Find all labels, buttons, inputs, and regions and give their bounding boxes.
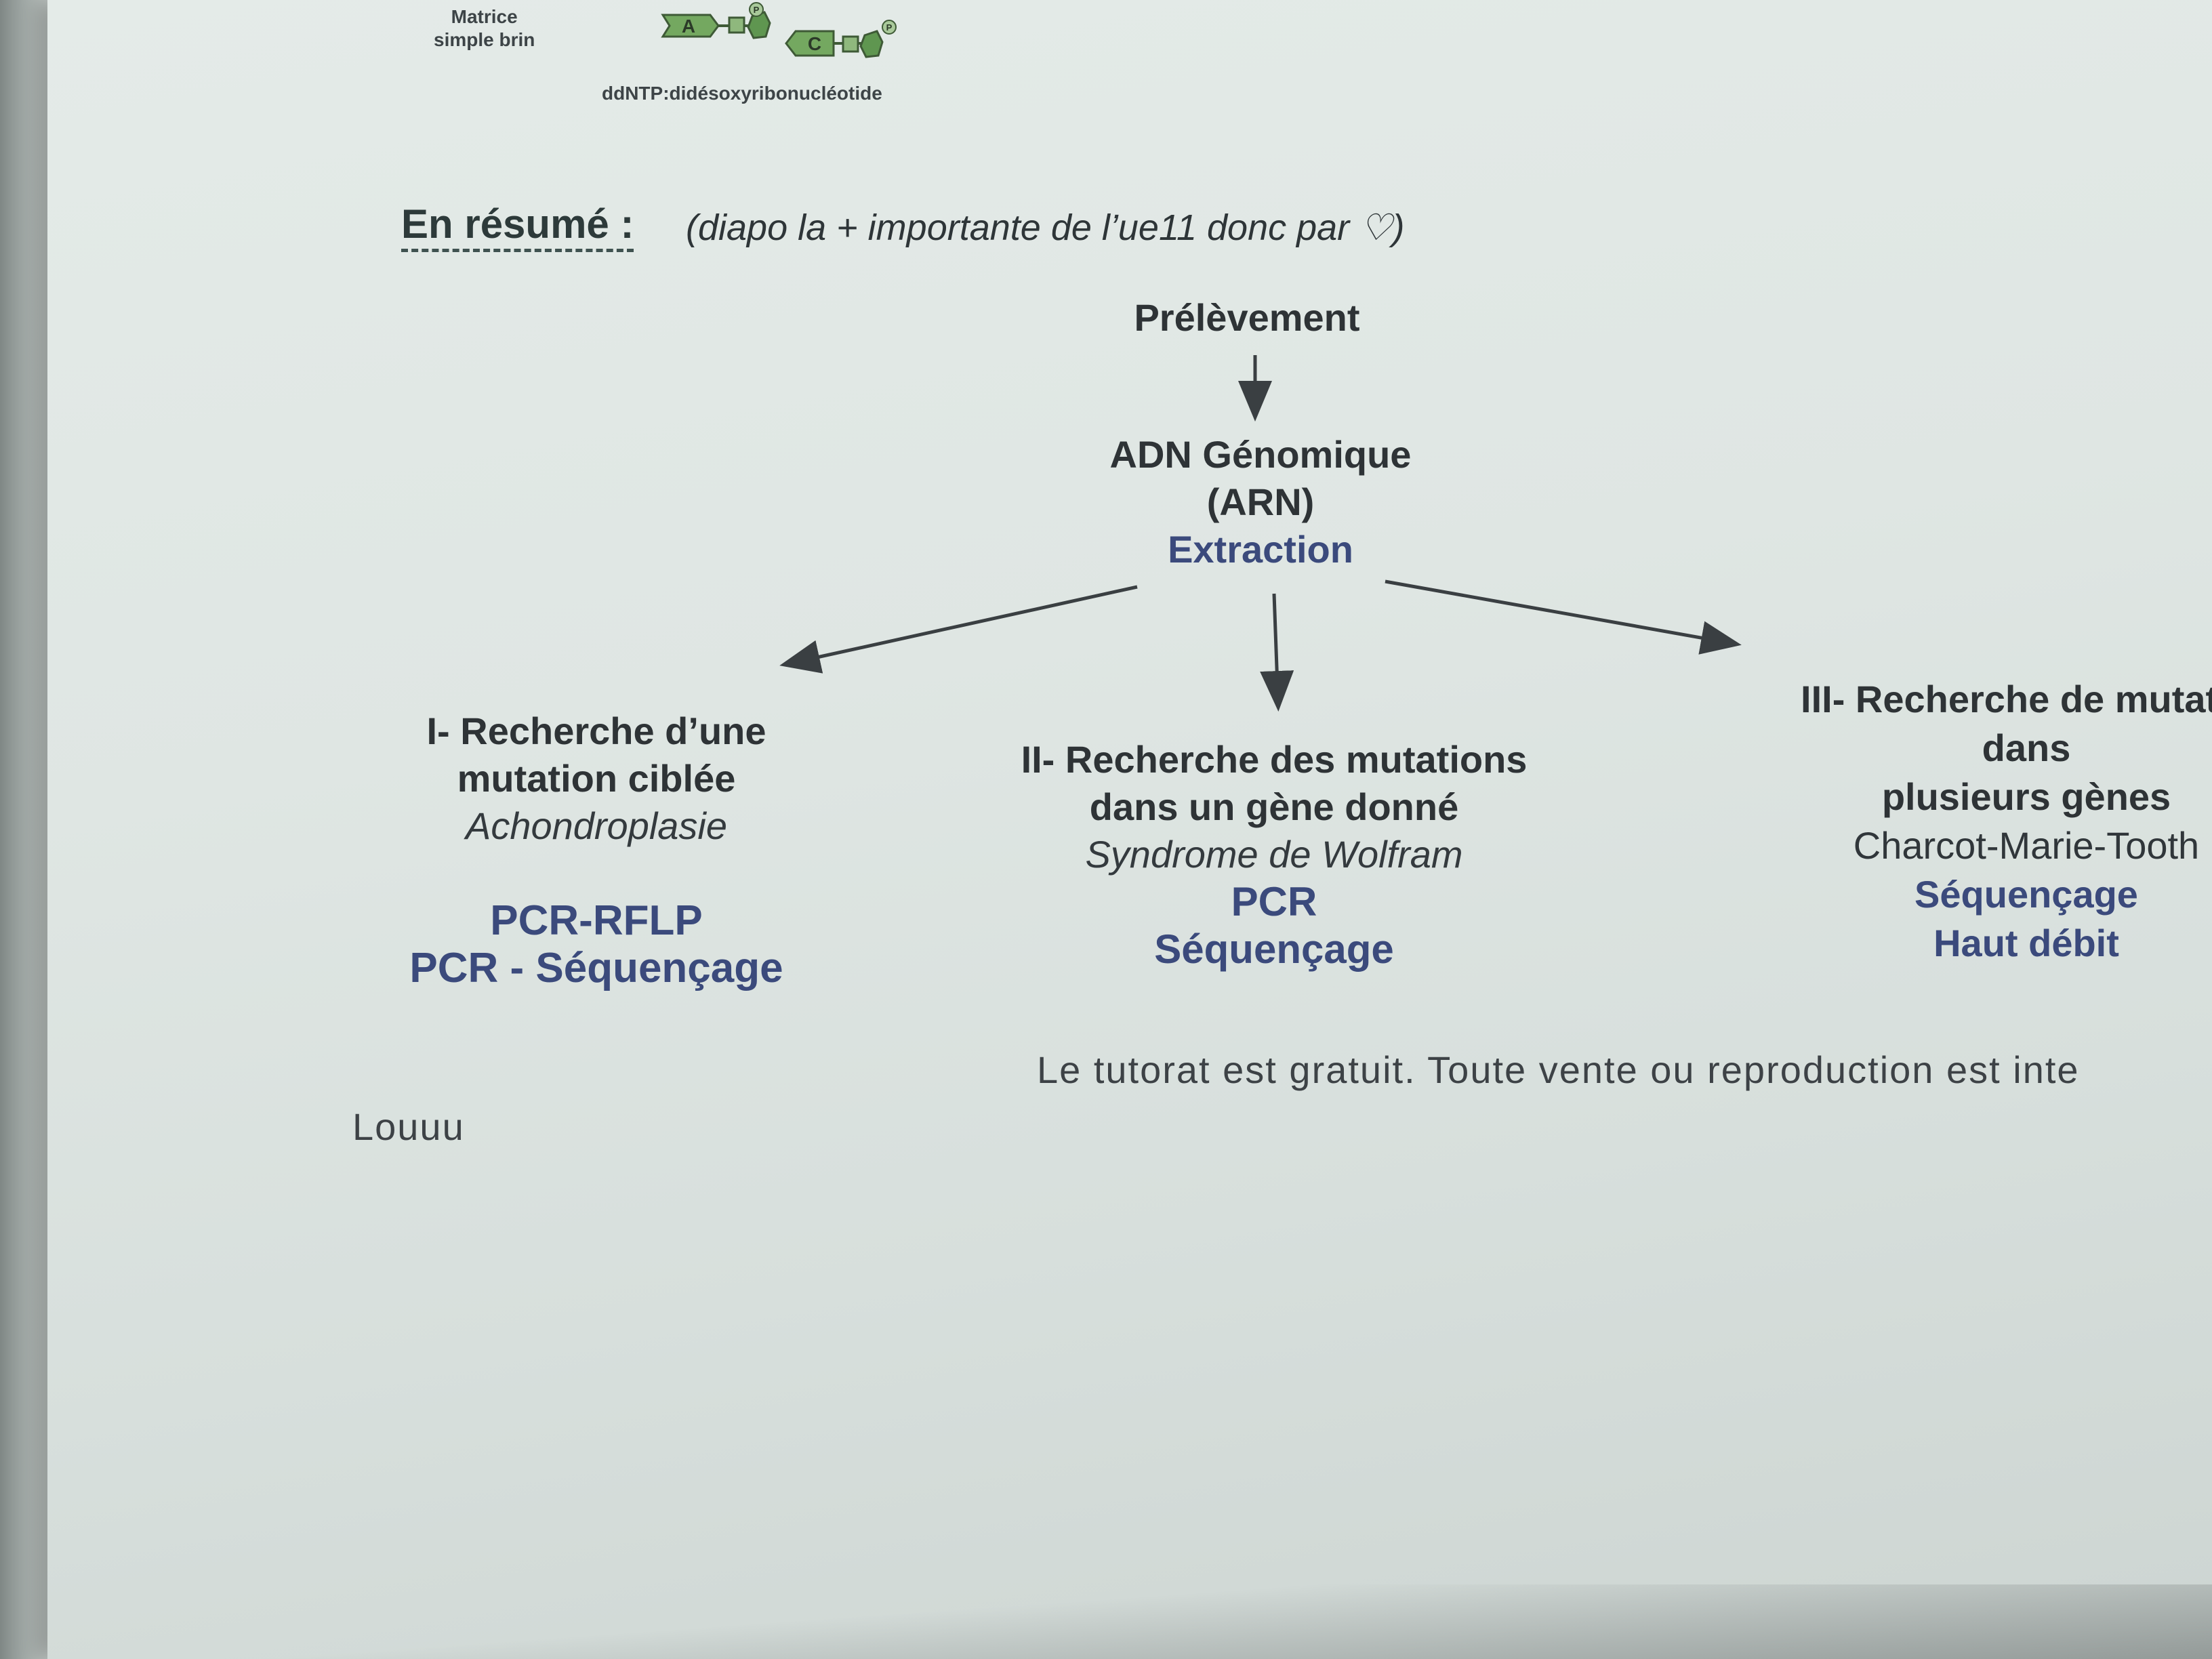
branch-3-node: III- Recherche de mutatio dans plusieurs… [1721, 675, 2212, 968]
footer-disclaimer: Le tutorat est gratuit. Toute vente ou r… [1037, 1048, 2080, 1091]
summary-title: En résumé : [401, 201, 634, 252]
bottom-shadow [0, 1584, 2212, 1659]
branch-1-node: I- Recherche d’une mutation ciblée Achon… [352, 708, 840, 992]
branch-3-example: Charcot-Marie-Tooth [1853, 824, 2200, 867]
branch-3-title-line-2: dans [1982, 726, 2071, 769]
arrow-to-branch-3 [1385, 579, 1742, 655]
branch-1-example: Achondroplasie [465, 804, 728, 847]
branch-1-title-line-2: mutation ciblée [457, 757, 736, 800]
ddntp-nucleotide-icons: A P C P [661, 2, 897, 58]
matrice-line-1: Matrice [451, 6, 518, 27]
matrice-line-2: simple brin [434, 29, 535, 50]
footer-name: Louuu [352, 1105, 465, 1148]
branch-3-clip: III- Recherche de mutatio dans plusieurs… [1721, 675, 2212, 1000]
arrow-to-branch-1 [779, 585, 1138, 674]
branch-3-title-line-3: plusieurs gènes [1881, 775, 2171, 818]
page-edge-shadow [0, 0, 47, 1659]
nucleotide-a-letter: A [682, 16, 695, 37]
branch-3-method-line-1: Séquençage [1914, 873, 2138, 916]
phosphate-a-letter: P [754, 5, 760, 15]
middle-line-1: ADN Génomique [1109, 433, 1412, 476]
ddntp-legend: ddNTP:didésoxyribonucléotide [602, 83, 882, 104]
root-label: Prélèvement [1134, 296, 1360, 339]
document-page [47, 0, 2212, 1659]
branch-3-title-line-1: III- Recherche de mutatio [1801, 678, 2212, 720]
branch-2-title-line-1: II- Recherche des mutations [1021, 738, 1528, 781]
nucleotide-c-letter: C [808, 33, 821, 54]
footer-clip: Le tutorat est gratuit. Toute vente ou r… [1037, 1044, 2212, 1105]
branch-2-example: Syndrome de Wolfram [1085, 833, 1463, 876]
summary-note: (diapo la + importante de l’ue11 donc pa… [686, 207, 1405, 248]
phosphate-c-letter: P [886, 22, 893, 33]
branch-2-method-line-1: PCR [1231, 879, 1317, 924]
matrice-label: Matrice simple brin [434, 5, 535, 52]
branch-2-title-line-2: dans un gène donné [1089, 785, 1459, 828]
branch-1-method-line-2: PCR - Séquençage [409, 945, 783, 991]
middle-line-2: (ARN) [1206, 480, 1315, 523]
branch-1-title-line-1: I- Recherche d’une [426, 710, 766, 752]
arrow-to-branch-2 [1260, 593, 1294, 712]
branch-1-method-line-1: PCR-RFLP [490, 897, 703, 944]
branch-2-method-line-2: Séquençage [1154, 926, 1394, 972]
middle-node: ADN Génomique (ARN) Extraction [1057, 431, 1464, 573]
branch-2-node: II- Recherche des mutations dans un gène… [962, 736, 1586, 973]
branch-3-method-line-2: Haut débit [1933, 922, 2119, 964]
nucleotide-a-icon: A P [661, 2, 771, 39]
middle-method: Extraction [1168, 528, 1353, 571]
root-node: Prélèvement [1057, 294, 1437, 342]
nucleotide-c-icon: C P [785, 20, 897, 58]
